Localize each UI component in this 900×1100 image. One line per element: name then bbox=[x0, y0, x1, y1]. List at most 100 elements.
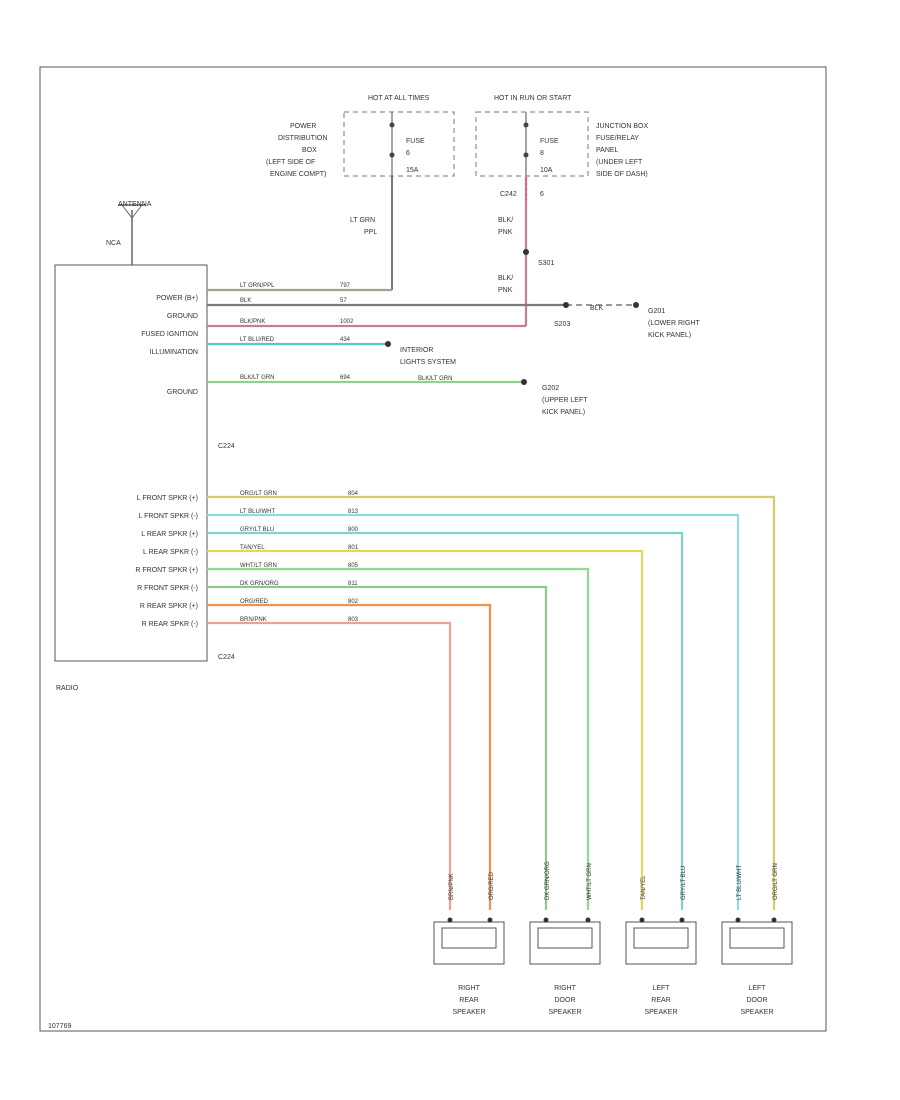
speaker-wire bbox=[207, 621, 452, 910]
pdb-feed-color: LT GRN bbox=[350, 217, 375, 224]
speaker-wire-circuit: 801 bbox=[348, 545, 359, 551]
radio-upper-pin-label: GROUND bbox=[167, 389, 198, 396]
speaker-label: SPEAKER bbox=[644, 1009, 677, 1016]
speaker-wire-circuit: 804 bbox=[348, 491, 359, 497]
speaker-wire-label-left: LT BLU/WHT bbox=[737, 865, 743, 900]
pdb-fuse-rating: 15A bbox=[406, 167, 419, 174]
ground-g202-dot bbox=[521, 379, 527, 385]
jb-fuse-num: 8 bbox=[540, 150, 544, 157]
radio-speaker-pin-label: R REAR SPKR (-) bbox=[142, 621, 198, 628]
speaker-wire-circuit: 813 bbox=[348, 509, 359, 515]
speaker-wire bbox=[207, 567, 590, 910]
speaker-wire-color: TAN/YEL bbox=[240, 545, 265, 551]
radio-upper-pin-label: FUSED IGNITION bbox=[141, 331, 198, 338]
jb-line-5: SIDE OF DASH) bbox=[596, 171, 648, 178]
jb-line-4: (UNDER LEFT bbox=[596, 159, 643, 166]
upper-wire-color: LT BLU/RED bbox=[240, 337, 275, 343]
speaker-label: LEFT bbox=[652, 985, 670, 992]
upper-wire-color: BLK/PNK bbox=[240, 319, 265, 325]
speaker-cone bbox=[537, 927, 593, 949]
radio-speaker-pin-label: R FRONT SPKR (-) bbox=[137, 585, 198, 592]
speaker-wire-label-right: ORG/LT GRN bbox=[773, 863, 779, 900]
speaker-label: SPEAKER bbox=[548, 1009, 581, 1016]
speaker-wire-circuit: 800 bbox=[348, 527, 359, 533]
power-distribution-box: HOT AT ALL TIMES POWER DISTRIBUTION BOX … bbox=[266, 95, 455, 178]
pdb-line-5: ENGINE COMPT) bbox=[270, 171, 326, 178]
upper-wire-color: BLK/LT GRN bbox=[240, 375, 274, 381]
speaker-label: REAR bbox=[651, 997, 670, 1004]
radio-speaker-pins: L FRONT SPKR (+)L FRONT SPKR (-)L REAR S… bbox=[135, 495, 198, 628]
diagram-id: 107769 bbox=[48, 1023, 71, 1030]
speaker-wire-color: BRN/PNK bbox=[240, 617, 267, 623]
ground-g201-dot bbox=[633, 302, 639, 308]
antenna: ANTENNA NCA bbox=[106, 201, 152, 265]
speaker-wire-label-left: DK GRN/ORG bbox=[545, 861, 551, 900]
illum-dest-line-2: LIGHTS SYSTEM bbox=[400, 359, 456, 366]
splice-s301-label: S301 bbox=[538, 260, 554, 267]
speaker-body bbox=[721, 921, 793, 965]
speaker-wire-circuit: 811 bbox=[348, 581, 358, 587]
pdb-line-4: (LEFT SIDE OF bbox=[266, 159, 315, 166]
radio-label: RADIO bbox=[56, 685, 79, 692]
jb-feed-color: BLK/ bbox=[498, 217, 513, 224]
pdb-fuse-num: 6 bbox=[406, 150, 410, 157]
radio-speaker-pin-label: L FRONT SPKR (-) bbox=[138, 513, 198, 520]
radio-speaker-pin-label: L REAR SPKR (-) bbox=[143, 549, 198, 556]
speaker-terminal bbox=[735, 917, 741, 923]
pdb-header: HOT AT ALL TIMES bbox=[368, 95, 430, 102]
speaker-wire-label-right: WHT/LT GRN bbox=[587, 863, 593, 900]
speaker-wire bbox=[207, 549, 644, 910]
upper-wire-circuit: 57 bbox=[340, 298, 347, 304]
pdb-fuse: FUSE bbox=[406, 138, 425, 145]
speaker-wire-color: WHT/LT GRN bbox=[240, 563, 277, 569]
speaker-label: DOOR bbox=[555, 997, 576, 1004]
radio-speaker-pin-label: R REAR SPKR (+) bbox=[140, 603, 198, 610]
pdb-line-1: POWER bbox=[290, 123, 316, 130]
antenna-connector: NCA bbox=[106, 240, 121, 247]
speaker-wire-label-right: ORG/RED bbox=[489, 871, 495, 900]
radio-upper-pin-label: POWER (B+) bbox=[156, 295, 198, 302]
jb-line-3: PANEL bbox=[596, 147, 619, 154]
speaker-label: SPEAKER bbox=[452, 1009, 485, 1016]
radio-upper-pin-label: ILLUMINATION bbox=[150, 349, 199, 356]
diagram-frame bbox=[39, 66, 827, 1032]
splice-s203-label: S203 bbox=[554, 321, 570, 328]
speaker-terminal bbox=[679, 917, 685, 923]
speaker-terminal bbox=[447, 917, 453, 923]
jb-feed-color-b: BLK/ bbox=[498, 275, 513, 282]
speaker-wire bbox=[207, 513, 740, 910]
jb-feed-color-b2: PNK bbox=[498, 287, 513, 294]
ground-g202-line-1: (UPPER LEFT bbox=[542, 397, 588, 404]
jb-header-1: HOT IN RUN OR START bbox=[494, 95, 572, 102]
radio-upper-pins: POWER (B+) GROUND FUSED IGNITION ILLUMINATI… bbox=[141, 295, 198, 396]
speaker-label: LEFT bbox=[748, 985, 766, 992]
speaker-cone bbox=[633, 927, 689, 949]
ground-g202-label: G202 bbox=[542, 385, 559, 392]
jb-feed-color2: PNK bbox=[498, 229, 513, 236]
upper-wire-circuit: 797 bbox=[340, 283, 351, 289]
speaker-wire-circuit: 805 bbox=[348, 563, 359, 569]
ground-g201-label: G201 bbox=[648, 308, 665, 315]
splice-s203-dot bbox=[563, 302, 569, 308]
speaker-body bbox=[625, 921, 697, 965]
ground-g201-line-1: (LOWER RIGHT bbox=[648, 320, 700, 327]
speaker-label: DOOR bbox=[747, 997, 768, 1004]
speaker-label: RIGHT bbox=[554, 985, 577, 992]
jb-connector-pin: 6 bbox=[540, 191, 544, 198]
pdb-line-2: DISTRIBUTION bbox=[278, 135, 327, 142]
ground-g202-line-2: KICK PANEL) bbox=[542, 409, 585, 416]
radio-speaker-pin-label: R FRONT SPKR (+) bbox=[135, 567, 198, 574]
speaker: DK GRN/ORG WHT/LT GRN RIGHT DOOR SPEAKER bbox=[529, 861, 601, 1016]
speaker-label: SPEAKER bbox=[740, 1009, 773, 1016]
speaker-wire-label-right: GRY/LT BLU bbox=[681, 866, 687, 900]
pdb-line-3: BOX bbox=[302, 147, 317, 154]
speaker-wire-color: ORG/RED bbox=[240, 599, 269, 605]
illum-dest-dot bbox=[385, 341, 391, 347]
speaker-body bbox=[433, 921, 505, 965]
ground-g201-line-2: KICK PANEL) bbox=[648, 332, 691, 339]
